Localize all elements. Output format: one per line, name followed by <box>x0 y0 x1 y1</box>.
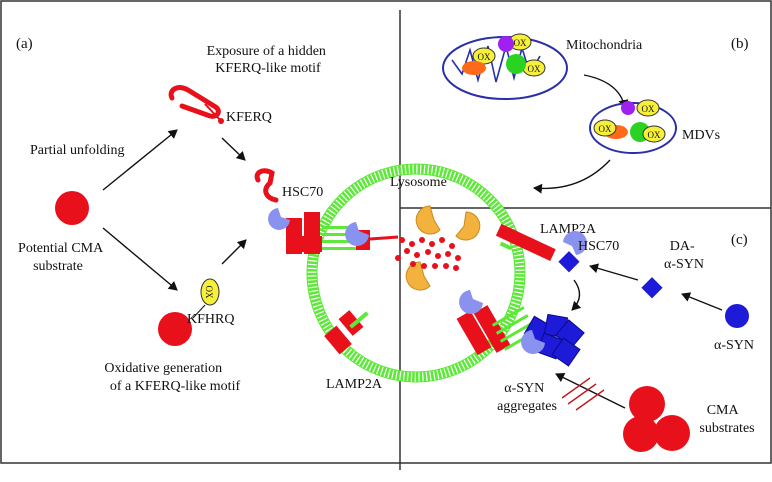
da-line2: α-SYN <box>664 257 704 272</box>
figure-frame <box>0 0 772 464</box>
mdv-ox-3-label: OX <box>648 130 661 140</box>
block-mark-1 <box>567 383 597 405</box>
agg-line2: aggregates <box>497 399 557 414</box>
panel-label-a: (a) <box>16 36 33 52</box>
mito-orange-protein <box>462 61 486 75</box>
kferq-label: KFERQ <box>226 110 272 125</box>
oxidized-substrate-icon <box>158 312 192 346</box>
mito-ox-1 <box>472 47 496 65</box>
ox-label: OX <box>204 286 214 299</box>
da-asyn-icon <box>641 277 663 299</box>
lamp2a-label-bottom: LAMP2A <box>326 377 383 392</box>
da-line1: DA- <box>670 239 695 254</box>
cma-line1: CMA <box>707 403 740 418</box>
unfolded-substrate-icon <box>168 85 221 119</box>
degraded-fragments <box>395 237 461 271</box>
mito-green-protein <box>506 54 526 74</box>
lysosomal-enzyme-icon <box>415 205 441 235</box>
cma-substrate-2-icon <box>623 416 659 452</box>
mito-ox-2-label: OX <box>514 38 527 48</box>
mito-ox-1-label: OX <box>478 52 491 62</box>
kferq-dot-icon <box>218 118 224 124</box>
exposure-line2: KFERQ-like motif <box>215 61 321 76</box>
cma-substrate-1-icon <box>629 386 665 422</box>
lysosomal-enzyme-2 <box>455 211 481 241</box>
arrow-asyn-to-da <box>681 292 723 311</box>
da-asyn-label: DA- α-SYN <box>664 239 704 272</box>
arrow-da-asyn <box>589 263 639 281</box>
mdv-purple-protein <box>621 101 635 115</box>
alpha-synuclein-icon <box>725 304 749 328</box>
arrow-kfhrq-to-hsc70 <box>221 239 247 265</box>
oxidative-line2: of a KFERQ-like motif <box>110 379 241 394</box>
ox-link <box>192 304 206 319</box>
lysosome-label: Lysosome <box>390 175 447 190</box>
ox-marker-icon <box>200 278 220 306</box>
lamp2a-label-right: LAMP2A <box>540 222 597 237</box>
mdv-ox-3 <box>642 125 666 143</box>
potential-line1: Potential CMA <box>18 241 104 256</box>
mdv-ox-1 <box>636 99 660 117</box>
asyn-aggregate-icon <box>523 313 585 367</box>
lamp2a-receptor-icon <box>324 310 369 355</box>
da-asyn-bound-icon <box>558 251 580 273</box>
cma-line2: substrates <box>699 421 754 436</box>
cma-substrate-3-icon <box>654 415 690 451</box>
exposure-line1: Exposure of a hidden <box>207 44 326 59</box>
oxidative-line1: Oxidative generation <box>104 361 222 376</box>
mito-purple-protein <box>498 36 514 52</box>
mito-ox-3-label: OX <box>528 64 541 74</box>
bound-substrate-icon <box>254 168 279 203</box>
mitochondria-label: Mitochondria <box>566 38 643 53</box>
kferq-tail <box>204 103 222 122</box>
oxidative-label: Oxidative generation of a KFERQ-like mot… <box>104 361 240 394</box>
kfhrq-label: KFHRQ <box>187 312 234 327</box>
hsc70-chaperone-icon <box>268 208 290 230</box>
mdv-ox-1-label: OX <box>642 104 655 114</box>
hsc70-label-right: HSC70 <box>578 239 619 254</box>
hsc70-panel-c-icon <box>563 231 587 255</box>
agg-line1: α-SYN <box>504 381 544 396</box>
block-mark-3 <box>561 377 591 399</box>
panel-label-b: (b) <box>731 36 749 52</box>
asyn-label: α-SYN <box>714 338 754 353</box>
aggregates-label: α-SYN aggregates <box>497 381 557 414</box>
lysosome-membrane-hatch <box>307 164 525 382</box>
mdvs-label: MDVs <box>682 128 720 143</box>
cma-substrates-label: CMA substrates <box>699 403 754 436</box>
arrow-to-unfolding <box>102 129 178 191</box>
lamp2a-multimer-right <box>456 305 537 356</box>
arrow-kferq-to-hsc70 <box>221 137 246 161</box>
arrow-cma-blocked <box>555 373 626 409</box>
lys-hsc70-right-icon <box>459 290 483 314</box>
lamp2a-multimer-left <box>286 212 399 254</box>
potential-substrate-icon <box>55 191 89 225</box>
hsc70-label-left: HSC70 <box>282 185 323 200</box>
arrow-hsc70-to-aggregates <box>571 279 582 311</box>
mdv-ox-2-label: OX <box>599 124 612 134</box>
arrow-to-oxidation <box>102 227 178 291</box>
cristae <box>451 42 541 83</box>
arrow-mito-to-mdv <box>583 74 629 109</box>
aggregate-hsc70-icon <box>521 330 545 354</box>
potential-line2: substrate <box>33 259 83 274</box>
potential-substrate-label: Potential CMA substrate <box>18 241 106 274</box>
mdv-ox-2 <box>593 119 617 137</box>
partial-unfolding-label: Partial unfolding <box>30 143 125 158</box>
block-mark-2 <box>575 389 605 411</box>
lys-hsc70-icon <box>345 222 369 246</box>
exposure-label: Exposure of a hidden KFERQ-like motif <box>207 44 330 76</box>
arrow-mdv-to-lysosome <box>533 159 611 194</box>
lamp2a-single-right <box>495 223 556 262</box>
panel-label-c: (c) <box>731 232 748 248</box>
